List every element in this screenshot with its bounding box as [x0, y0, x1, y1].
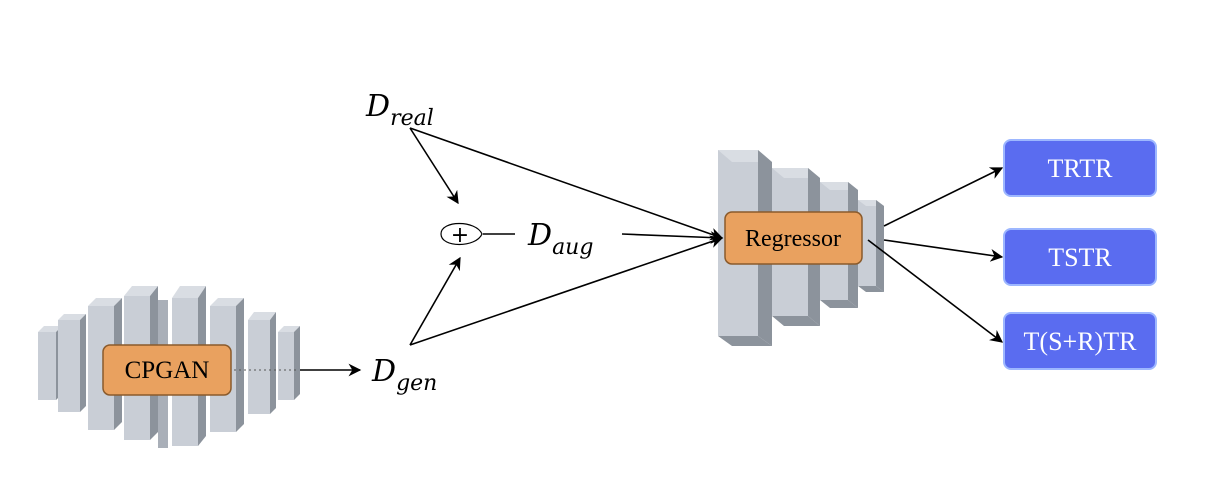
- arrow-gen-to-regressor: [409, 235, 724, 346]
- regressor-label: Regressor: [745, 226, 841, 252]
- arrow-regressor-to-tsrtr: [867, 239, 1004, 343]
- combiner-node: +: [440, 223, 483, 248]
- generator-box: CPGAN: [102, 344, 232, 396]
- dataset-gen-label: Dgen: [371, 354, 437, 396]
- dataset-aug-label: Daug: [527, 218, 593, 260]
- combiner-plus-icon: +: [451, 223, 469, 248]
- dataset-real-label: Dreal: [365, 89, 434, 131]
- output-box-tsrtr: T(S+R)TR: [1003, 312, 1157, 370]
- output-label-tsrtr: T(S+R)TR: [1024, 327, 1138, 356]
- output-label-tstr: TSTR: [1048, 243, 1112, 272]
- arrow-real-to-combiner: [409, 127, 459, 205]
- output-label-trtr: TRTR: [1048, 154, 1114, 183]
- arrow-aug-to-regressor: [621, 231, 724, 244]
- arrow-regressor-to-trtr: [883, 167, 1004, 227]
- output-box-trtr: TRTR: [1003, 139, 1157, 197]
- generator-label: CPGAN: [125, 357, 210, 384]
- arrow-regressor-to-tstr: [883, 239, 1004, 262]
- arrow-real-to-regressor: [409, 127, 724, 241]
- arrow-gen-to-combiner: [409, 256, 461, 346]
- output-box-tstr: TSTR: [1003, 228, 1157, 286]
- flow-arrows: [300, 127, 1004, 377]
- regressor-box: Regressor: [724, 211, 863, 265]
